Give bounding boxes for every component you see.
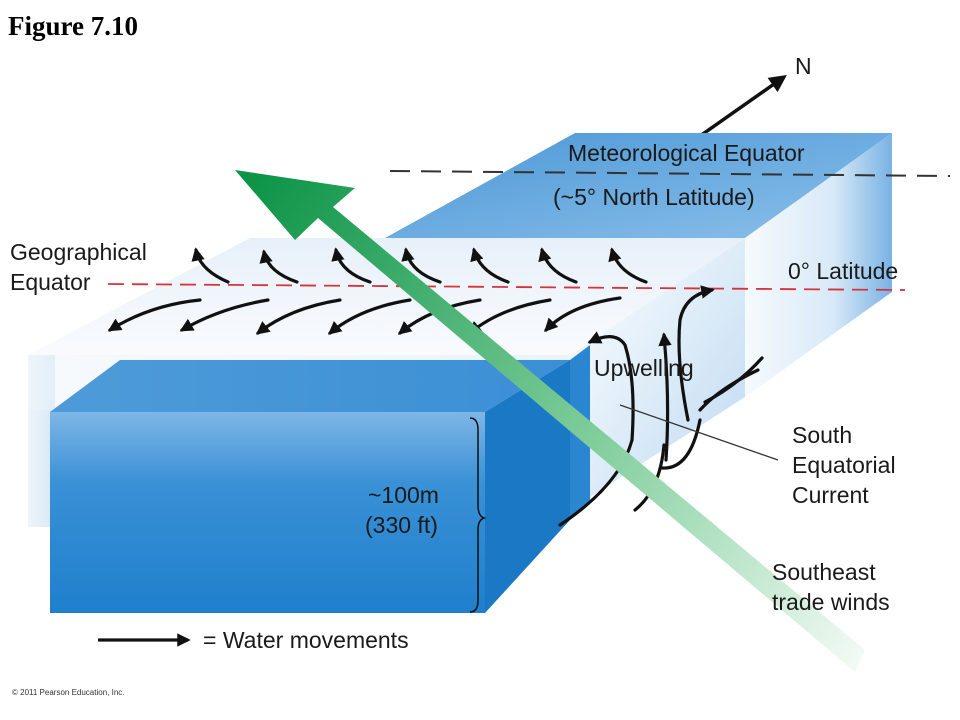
geographical-equator-line (107, 283, 906, 291)
depth-label-line1: ~100m (368, 482, 439, 508)
meteorological-equator-note: (~5° North Latitude) (553, 184, 755, 210)
south-equatorial-current-leader (619, 404, 779, 461)
legend-water-movements-label: = Water movements (203, 627, 409, 653)
geographical-equator-label-line2: Equator (10, 269, 91, 295)
meteorological-equator-label: Meteorological Equator (568, 140, 805, 166)
south-equatorial-current-line3: Current (792, 482, 869, 508)
zero-latitude-label: 0° Latitude (788, 258, 898, 284)
southeast-trade-winds-line1: Southeast (772, 559, 876, 585)
north-arrow (698, 74, 787, 138)
geographical-equator-label-line1: Geographical (10, 239, 147, 265)
upwelling-label: Upwelling (594, 355, 694, 381)
south-equatorial-current-line2: Equatorial (792, 452, 896, 478)
front-ocean-block (50, 345, 590, 613)
southeast-trade-winds-arrow (235, 170, 865, 672)
southeast-trade-winds-line2: trade winds (772, 589, 890, 615)
figure-title: Figure 7.10 (8, 11, 138, 41)
legend: = Water movements (98, 627, 409, 653)
north-label: N (795, 53, 812, 79)
copyright-credit: © 2011 Pearson Education, Inc. (12, 688, 124, 697)
back-ocean-block (385, 133, 892, 397)
depth-label-line2: (330 ft) (365, 512, 438, 538)
depth-bracket (469, 417, 487, 613)
meteorological-equator-line (389, 170, 951, 177)
south-equatorial-current-line1: South (792, 422, 852, 448)
